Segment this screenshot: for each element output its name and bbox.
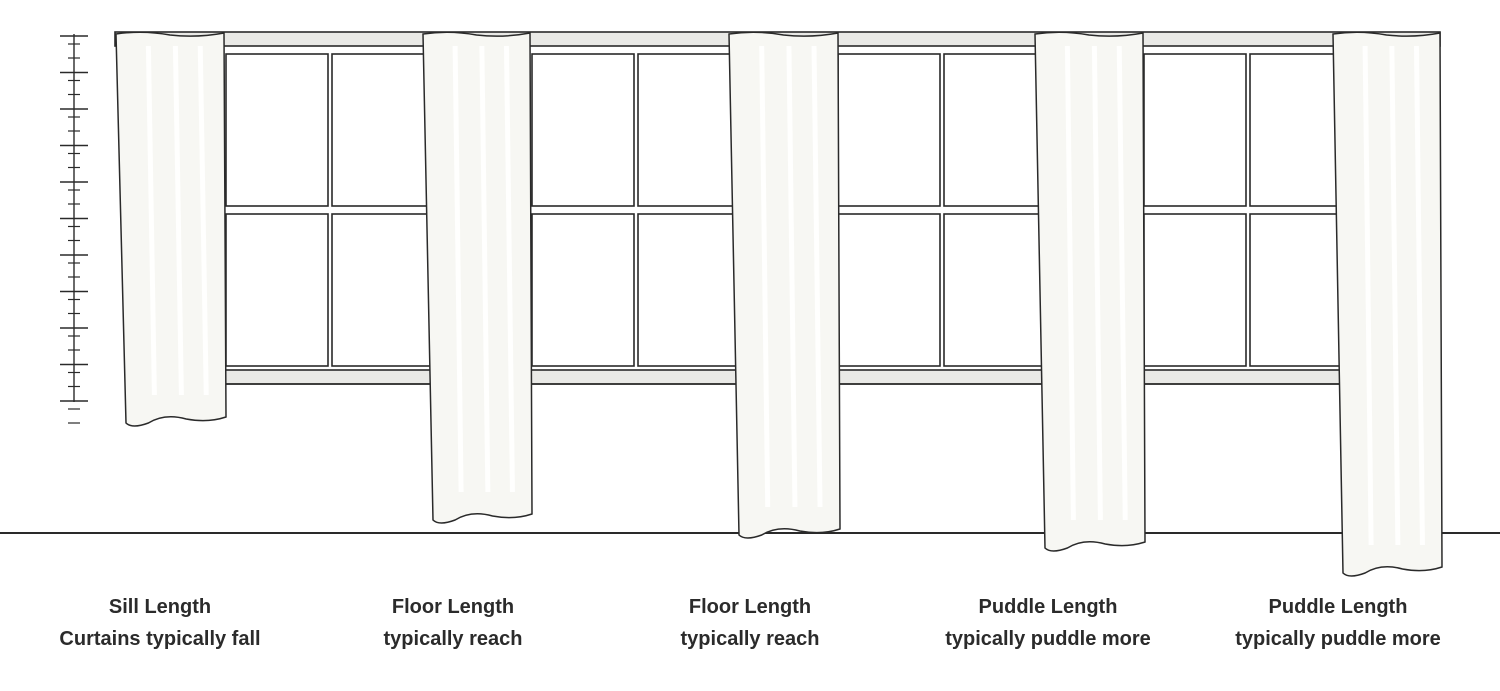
- curtain-fold: [759, 45, 771, 508]
- curtain-fold: [197, 45, 209, 396]
- caption-title: Puddle Length: [1268, 596, 1408, 618]
- window-pane: [331, 53, 435, 207]
- caption-puddle-1: Puddle Length typically puddle more: [888, 591, 1208, 655]
- curtain-fold: [1116, 45, 1128, 521]
- caption-title: Sill Length: [108, 596, 212, 618]
- curtain-puddle-1: [1034, 31, 1146, 552]
- curtain-sill: [115, 31, 227, 427]
- curtain-fold: [1064, 45, 1076, 521]
- caption-floor-2: Floor Length typically reach: [590, 591, 910, 655]
- window-pane: [1143, 213, 1247, 367]
- caption-subtitle: typically puddle more: [945, 628, 1151, 650]
- curtain-floor-2: [728, 31, 841, 539]
- window-pane: [225, 213, 329, 367]
- window-pane: [531, 213, 635, 367]
- caption-title: Floor Length: [688, 596, 812, 618]
- caption-title: Floor Length: [391, 596, 515, 618]
- caption-subtitle: typically puddle more: [1235, 628, 1441, 650]
- curtain-fold: [786, 45, 798, 508]
- caption-subtitle: typically reach: [383, 628, 523, 650]
- curtain-panel: [1034, 31, 1146, 552]
- window-pane: [837, 53, 941, 207]
- curtain-panel: [115, 31, 227, 427]
- curtain-fold: [479, 45, 491, 493]
- window-pane: [943, 213, 1047, 367]
- curtain-puddle-2: [1332, 31, 1443, 577]
- curtain-fold: [145, 45, 157, 396]
- window-pane: [331, 213, 435, 367]
- caption-subtitle: typically reach: [680, 628, 820, 650]
- curtain-fold: [452, 45, 464, 493]
- window-pane: [1143, 53, 1247, 207]
- curtain-panel: [1332, 31, 1443, 577]
- window-pane: [837, 213, 941, 367]
- curtain-fold: [172, 45, 184, 396]
- curtain-panel: [728, 31, 841, 539]
- window-pane: [943, 53, 1047, 207]
- caption-sill: Sill Length Curtains typically fall: [0, 591, 320, 655]
- curtain-fold: [1389, 45, 1401, 546]
- window-pane: [225, 53, 329, 207]
- caption-floor-1: Floor Length typically reach: [293, 591, 613, 655]
- curtain-fold: [1091, 45, 1103, 521]
- curtain-fold: [811, 45, 823, 508]
- curtain-fold: [1362, 45, 1374, 546]
- window-pane: [531, 53, 635, 207]
- measuring-scale: [60, 34, 88, 424]
- window-pane: [637, 53, 741, 207]
- window-pane: [637, 213, 741, 367]
- curtain-fold: [503, 45, 515, 493]
- curtain-panel: [422, 31, 533, 524]
- caption-subtitle: Curtains typically fall: [59, 628, 261, 650]
- caption-puddle-2: Puddle Length typically puddle more: [1178, 591, 1498, 655]
- curtains: [115, 31, 1443, 577]
- curtain-fold: [1413, 45, 1425, 546]
- caption-title: Puddle Length: [978, 596, 1118, 618]
- curtain-floor-1: [422, 31, 533, 524]
